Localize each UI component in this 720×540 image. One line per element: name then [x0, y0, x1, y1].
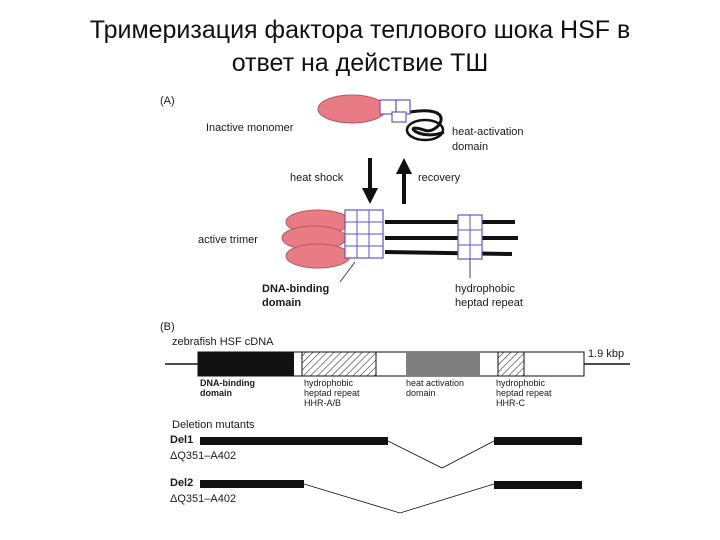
heat-shock-arrow [362, 158, 378, 204]
b-dna-binding-line2: domain [200, 388, 232, 398]
trimer-tail-3 [384, 250, 513, 256]
b-hr-c-line2: heptad repeat [496, 388, 552, 398]
b-hr-c-line3: HHR-C [496, 398, 525, 408]
dna-binding-segment [198, 352, 294, 376]
active-trimer-figure [281, 209, 518, 269]
del2-construct [200, 480, 582, 514]
inactive-monomer-figure [317, 94, 445, 142]
slide-title: Тримеризация фактора теплового шока HSF … [0, 14, 720, 80]
panel-a-label: (A) [160, 95, 175, 107]
del1-name: Del1 [170, 434, 193, 446]
dna-binding-label-line1: DNA-binding [262, 283, 329, 295]
del2-name: Del2 [170, 477, 193, 489]
title-line-1: Тримеризация фактора теплового шока HSF … [89, 16, 631, 44]
hhr-c-segment [497, 351, 525, 377]
b-dna-binding-line1: DNA-binding [200, 378, 255, 388]
b-hr-ab-line1: hydrophobic [304, 378, 354, 388]
del2-right-bar [494, 481, 582, 489]
dna-binding-label-line2: domain [262, 297, 301, 309]
cdna-title: zebrafish HSF cDNA [172, 336, 274, 348]
title-line-2: ответ на действие ТШ [231, 49, 489, 77]
monomer-dna-binding-domain [317, 94, 387, 124]
deletion-mutants-title: Deletion mutants [172, 419, 255, 431]
b-hr-ab-line2: heptad repeat [304, 388, 360, 398]
del1-junction [387, 440, 495, 469]
hydrophobic-label-line2: heptad repeat [455, 297, 523, 309]
cdna-map [165, 351, 630, 377]
b-hr-ab-line3: HHR-A/B [304, 398, 341, 408]
active-trimer-label: active trimer [198, 234, 258, 246]
hhr-ab-segment [301, 351, 377, 377]
del1-right-bar [494, 437, 582, 445]
cdna-size-label: 1.9 kbp [588, 348, 624, 360]
heat-shock-label: heat shock [290, 172, 344, 184]
del2-junction [303, 483, 495, 514]
recovery-label: recovery [418, 172, 461, 184]
del1-range: ΔQ351–A402 [170, 450, 236, 462]
trimer-dna-binding-3 [285, 243, 351, 269]
heat-activation-segment [406, 352, 480, 376]
hydrophobic-label-line1: hydrophobic [455, 283, 515, 295]
monomer-heptad-box-3 [391, 111, 407, 123]
inactive-monomer-label: Inactive monomer [206, 122, 294, 134]
b-hr-c-line1: hydrophobic [496, 378, 546, 388]
panel-b-label: (B) [160, 321, 175, 333]
del2-left-bar [200, 480, 304, 488]
del1-construct [200, 437, 582, 469]
del1-left-bar [200, 437, 388, 445]
recovery-arrow [396, 158, 412, 204]
heat-activation-label-line1: heat-activation [452, 126, 524, 138]
heat-activation-loop [405, 118, 445, 142]
dna-binding-pointer [339, 261, 356, 283]
del2-range: ΔQ351–A402 [170, 493, 236, 505]
monomer-tail [409, 109, 445, 137]
heat-activation-label-line2: domain [452, 141, 488, 153]
b-heat-act-line1: heat activation [406, 378, 464, 388]
b-heat-act-line2: domain [406, 388, 436, 398]
